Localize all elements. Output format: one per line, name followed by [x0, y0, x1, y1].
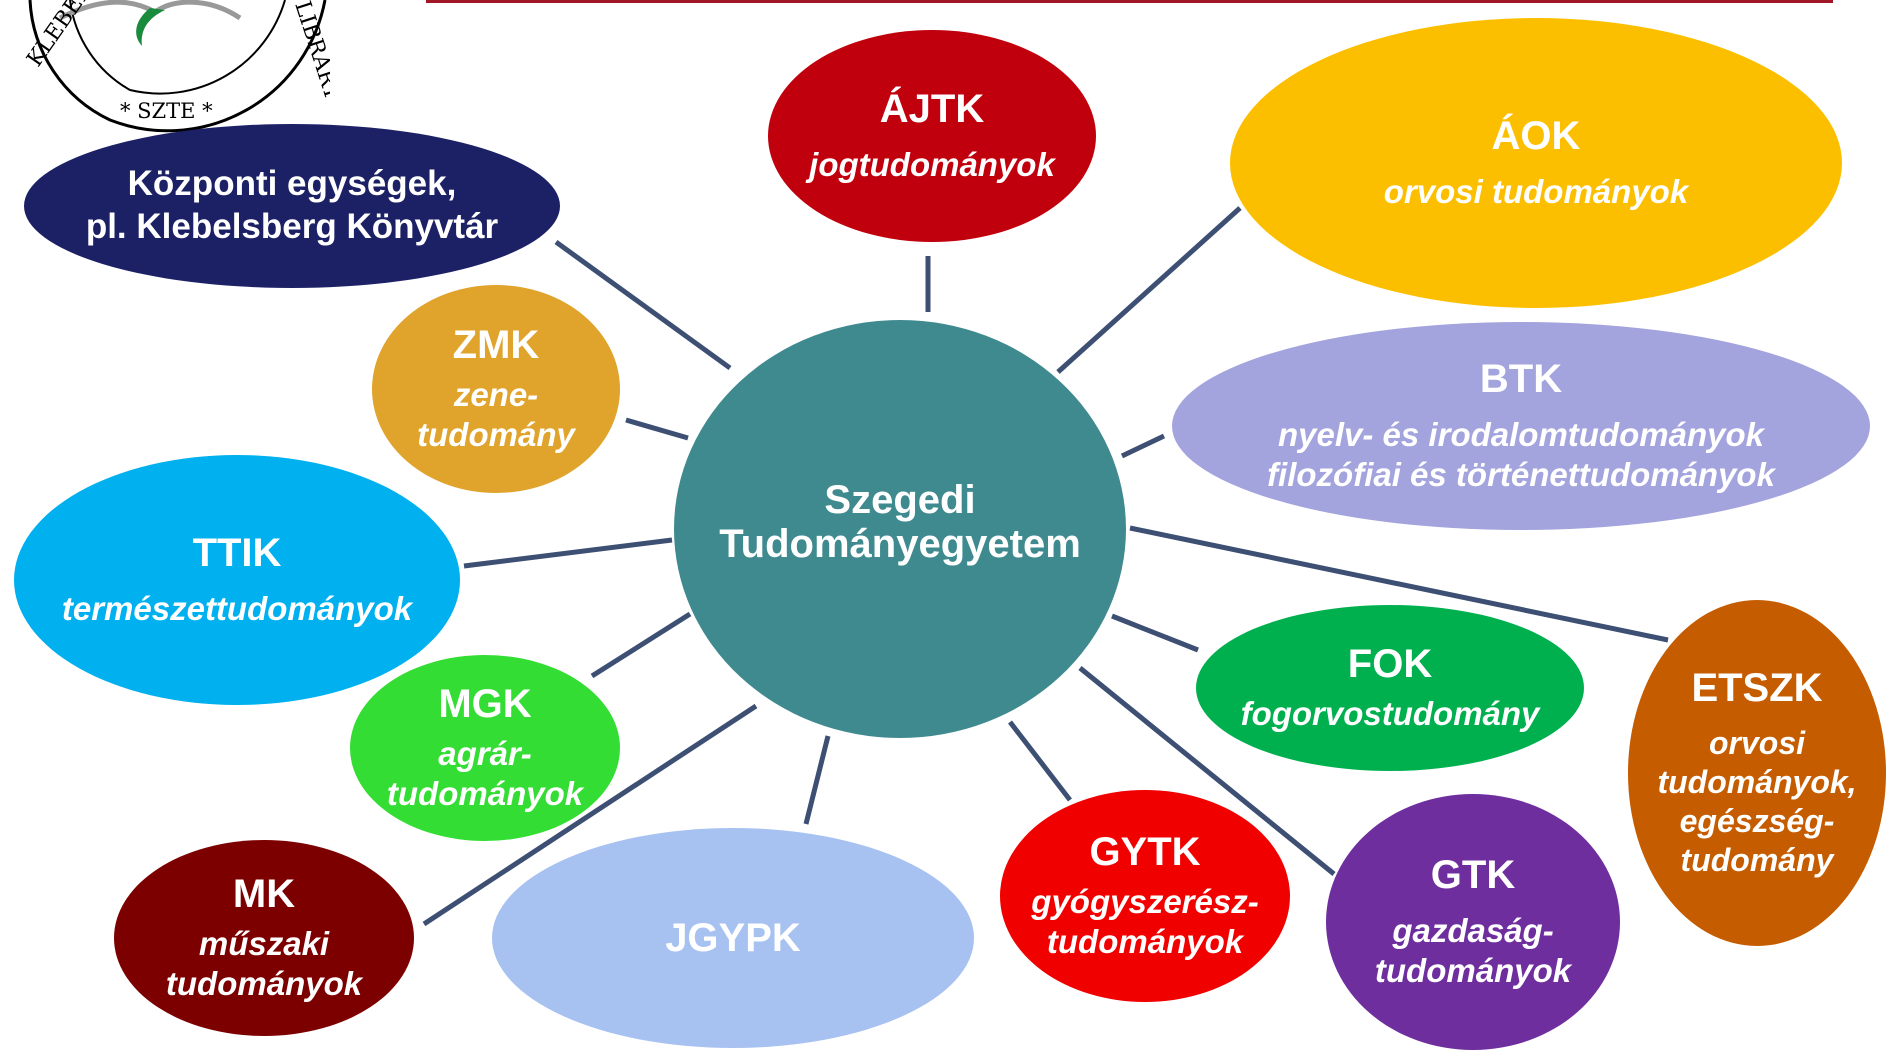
node-mk-field: műszaki tudományok — [165, 924, 363, 1002]
node-ttik: TTIK természettudományok — [14, 455, 460, 705]
connector-gytk — [1008, 720, 1072, 802]
connector-mk — [422, 703, 758, 927]
node-etszk-field: orvosi tudományok, egészség- tudomány — [1657, 724, 1857, 879]
connector-kozponti — [554, 239, 732, 371]
connector-btk — [1120, 433, 1166, 459]
node-kozponti-text: Központi egységek, pl. Klebelsberg Könyv… — [85, 164, 499, 246]
connector-etszk — [1129, 525, 1669, 643]
connector-gtk — [1078, 666, 1336, 876]
logo-bottom-text: * SZTE * — [120, 99, 213, 123]
node-aok-code: ÁOK — [1491, 113, 1581, 158]
node-mgk-code: MGK — [438, 681, 532, 726]
szte-library-logo: KLEBELSB LIBRARY * SZTE * — [22, 0, 330, 133]
node-zmk-field: zene- tudomány — [417, 375, 575, 453]
node-gtk-code: GTK — [1430, 852, 1516, 897]
node-gytk-code: GYTK — [1089, 829, 1201, 874]
connector-jgypk — [803, 735, 831, 825]
node-fok-code: FOK — [1347, 641, 1433, 686]
node-ajtk: ÁJTK jogtudományok — [768, 30, 1096, 242]
node-gytk-field: gyógyszerész- tudományok — [1031, 882, 1259, 960]
center-label: Szegedi Tudományegyetem — [719, 478, 1081, 566]
connector-mgk — [590, 611, 692, 679]
node-mk: MK műszaki tudományok — [114, 840, 414, 1036]
node-etszk-code: ETSZK — [1691, 665, 1823, 710]
node-jgypk-code: JGYPK — [665, 916, 801, 960]
node-mgk-field: agrár- tudományok — [386, 734, 584, 812]
node-mgk: MGK agrár- tudományok — [350, 655, 620, 841]
node-kozponti-egysegek: Központi egységek, pl. Klebelsberg Könyv… — [24, 124, 560, 288]
node-gytk: GYTK gyógyszerész- tudományok — [1000, 790, 1290, 1002]
connector-zmk — [625, 417, 689, 441]
node-gtk-field: gazdaság- tudományok — [1374, 911, 1572, 989]
node-zmk: ZMK zene- tudomány — [372, 285, 620, 493]
node-btk-code: BTK — [1479, 356, 1563, 401]
node-gtk: GTK gazdaság- tudományok — [1326, 794, 1620, 1050]
node-zmk-code: ZMK — [452, 322, 540, 367]
connector-ttik — [463, 537, 673, 569]
node-etszk: ETSZK orvosi tudományok, egészség- tudom… — [1628, 600, 1886, 946]
node-ajtk-field: jogtudományok — [809, 145, 1055, 183]
node-ttik-code: TTIK — [192, 530, 282, 575]
node-jgypk: JGYPK — [492, 828, 974, 1048]
node-ttik-field: természettudományok — [61, 589, 413, 627]
connector-fok — [1111, 613, 1199, 653]
node-btk-field: nyelv- és irodalomtudományok filozófiai … — [1267, 415, 1775, 493]
node-aok: ÁOK orvosi tudományok — [1230, 18, 1842, 308]
connector-aok — [1056, 206, 1242, 374]
title-rule — [426, 0, 1833, 3]
node-ajtk-code: ÁJTK — [879, 86, 985, 131]
node-fok-field: fogorvostudomány — [1240, 694, 1540, 732]
node-aok-field: orvosi tudományok — [1383, 172, 1689, 210]
node-fok: FOK fogorvostudomány — [1196, 605, 1584, 771]
center-node-szte: Szegedi Tudományegyetem — [674, 320, 1126, 738]
node-mk-code: MK — [232, 871, 296, 916]
node-btk: BTK nyelv- és irodalomtudományok filozóf… — [1172, 322, 1870, 530]
